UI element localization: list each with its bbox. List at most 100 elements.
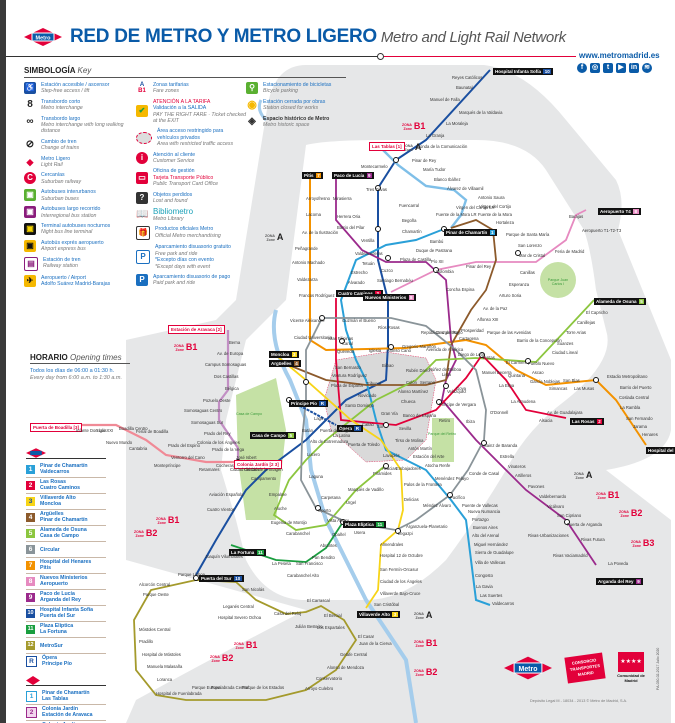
terminal-station[interactable]: Príncipe Pío R: [289, 400, 328, 407]
station-label[interactable]: Carabanchel Alto: [287, 573, 319, 578]
station-label[interactable]: Las Musas: [574, 386, 595, 391]
station-label[interactable]: Vicente Aleixandre: [290, 318, 325, 323]
light-rail-terminal[interactable]: Estación de Aravaca [2]: [168, 325, 225, 334]
station-label[interactable]: Puerta de Toledo: [348, 442, 380, 447]
station-label[interactable]: Rivas Vaciamadrid: [553, 553, 588, 558]
station-label[interactable]: Lago: [314, 416, 324, 421]
station-label[interactable]: Alto del Arenal: [472, 533, 500, 538]
line-2[interactable]: [335, 298, 567, 426]
station-label[interactable]: Av. de Guadalajara: [547, 410, 583, 415]
station-label[interactable]: Montepríncipe: [154, 463, 181, 468]
station-label[interactable]: Vicálvaro: [547, 504, 565, 509]
terminal-station[interactable]: Villaverde Alto 3: [357, 611, 400, 618]
station-label[interactable]: Parque Oeste: [143, 592, 169, 597]
station-label[interactable]: Parque de Santa María: [506, 232, 550, 237]
station-label[interactable]: Congosto: [475, 573, 493, 578]
station-label[interactable]: Miguel Hernández: [474, 542, 508, 547]
station-label[interactable]: Pozuelo Oeste: [203, 398, 231, 403]
instagram-icon[interactable]: ◎: [590, 63, 600, 73]
station-label[interactable]: Valdezarza: [297, 277, 318, 282]
station-label[interactable]: La Poveda: [608, 561, 629, 566]
station-label[interactable]: Antonio Machado: [292, 260, 325, 265]
station-label[interactable]: Arroyofresno: [306, 196, 330, 201]
station-label[interactable]: Valdebernardo: [539, 494, 567, 499]
station-label[interactable]: Sevilla: [399, 426, 412, 431]
station-label[interactable]: San Lorenzo: [518, 243, 542, 248]
station-label[interactable]: San Cipriano: [557, 513, 582, 518]
station-label[interactable]: Ciudad del Cine: [230, 467, 260, 472]
station-label[interactable]: Alcorcón Central: [139, 582, 170, 587]
station-label[interactable]: Parque Europa: [192, 685, 221, 690]
station-label[interactable]: Prado del Rey: [204, 431, 231, 436]
station-label[interactable]: Opañel: [332, 532, 346, 537]
station-label[interactable]: Aeropuerto T1-T2-T3: [582, 228, 622, 233]
station-label[interactable]: Legazpi: [398, 531, 413, 536]
station-label[interactable]: Callao: [362, 422, 374, 427]
station-label[interactable]: Herrera Oria: [337, 214, 361, 219]
station-label[interactable]: Estación del Arte: [413, 454, 445, 459]
station-label[interactable]: Fuencarral: [399, 203, 420, 208]
station-label[interactable]: Ronda de la Comunicación: [417, 144, 468, 149]
terminal-station[interactable]: Ópera R: [337, 425, 363, 432]
station-label[interactable]: Almendrales: [380, 542, 404, 547]
station-label[interactable]: Plaza de Castilla: [400, 257, 432, 262]
station-label[interactable]: Estadio Metropolitano: [607, 374, 648, 379]
terminal-station[interactable]: Las Rosas 2: [570, 418, 605, 425]
station-label[interactable]: Nuevo Mundo: [106, 440, 133, 445]
station-label[interactable]: Colombia: [436, 269, 454, 274]
station-label[interactable]: Lista: [442, 372, 451, 377]
station-label[interactable]: Alonso Martínez: [398, 389, 429, 394]
station-label[interactable]: Pradillo: [139, 639, 153, 644]
station-label[interactable]: Arganzuela-Planetario: [406, 524, 448, 529]
station-label[interactable]: Ascao: [532, 370, 544, 375]
station-label[interactable]: Canillejas: [577, 320, 596, 325]
station-label[interactable]: Abrantes: [320, 543, 337, 548]
station-label[interactable]: Tribunal: [366, 381, 381, 386]
station-label[interactable]: Esperanza: [509, 282, 530, 287]
website-link[interactable]: www.metromadrid.es: [579, 51, 660, 60]
light-rail-terminal[interactable]: Puerta de Boadilla [3]: [30, 423, 83, 432]
terminal-station[interactable]: Nuevos Ministerios 8: [363, 294, 417, 301]
station-label[interactable]: Bélgica: [225, 386, 239, 391]
station-label[interactable]: Gran Vía: [381, 411, 398, 416]
station-label[interactable]: Antonio Saura: [478, 195, 505, 200]
station-label[interactable]: Fuenlabrada Central: [211, 685, 250, 690]
station-label[interactable]: Hospital Severo Ochoa: [218, 615, 262, 620]
station-label[interactable]: Parque Lisboa: [178, 572, 206, 577]
station-label[interactable]: Ciudad de los Ángeles: [380, 579, 422, 584]
terminal-station[interactable]: Arganda del Rey 9: [596, 578, 644, 585]
station-label[interactable]: República Argentina: [421, 330, 459, 335]
station-label[interactable]: Puerta de Arganda: [567, 522, 602, 527]
station-label[interactable]: Menéndez Pelayo: [435, 476, 469, 481]
station-label[interactable]: Quintana: [508, 373, 525, 378]
station-label[interactable]: Mar de Cristal: [519, 253, 546, 258]
station-label[interactable]: Pinar del Rey: [466, 264, 492, 269]
station-label[interactable]: El Bercial: [324, 613, 342, 618]
station-label[interactable]: Ventilla: [361, 238, 375, 243]
station-label[interactable]: San Francisco: [296, 561, 323, 566]
station-label[interactable]: Los Espartales: [317, 625, 345, 630]
station-label[interactable]: Peñagrande: [295, 246, 318, 251]
station-label[interactable]: Vinateros: [508, 464, 526, 469]
station-label[interactable]: Carpetana: [321, 495, 341, 500]
station-label[interactable]: Joaquín Vilumbrales: [205, 554, 243, 559]
station-label[interactable]: Cuzco: [381, 268, 393, 273]
station-label[interactable]: Rivas-Urbanizaciones: [528, 533, 569, 538]
terminal-station[interactable]: Puerta del Sur 10: [199, 575, 244, 582]
station-label[interactable]: Alonso Cano: [387, 348, 411, 353]
station-label[interactable]: Velázquez: [447, 389, 467, 394]
station-label[interactable]: Parque de las Avenidas: [487, 330, 531, 335]
station-label[interactable]: Batán: [302, 428, 313, 433]
terminal-station[interactable]: Aeropuerto T4 8: [598, 208, 641, 215]
station-label[interactable]: Gregorio Marañón: [402, 344, 436, 349]
station-label[interactable]: Carabanchel: [286, 531, 310, 536]
station-label[interactable]: Valdeacederas: [355, 251, 383, 256]
station-label[interactable]: Tetuán: [362, 261, 375, 266]
station-label[interactable]: Ciudad Universitaria: [294, 335, 332, 340]
station-label[interactable]: Manuel Becerra: [482, 370, 512, 375]
station-label[interactable]: Dos Castillas: [214, 374, 239, 379]
